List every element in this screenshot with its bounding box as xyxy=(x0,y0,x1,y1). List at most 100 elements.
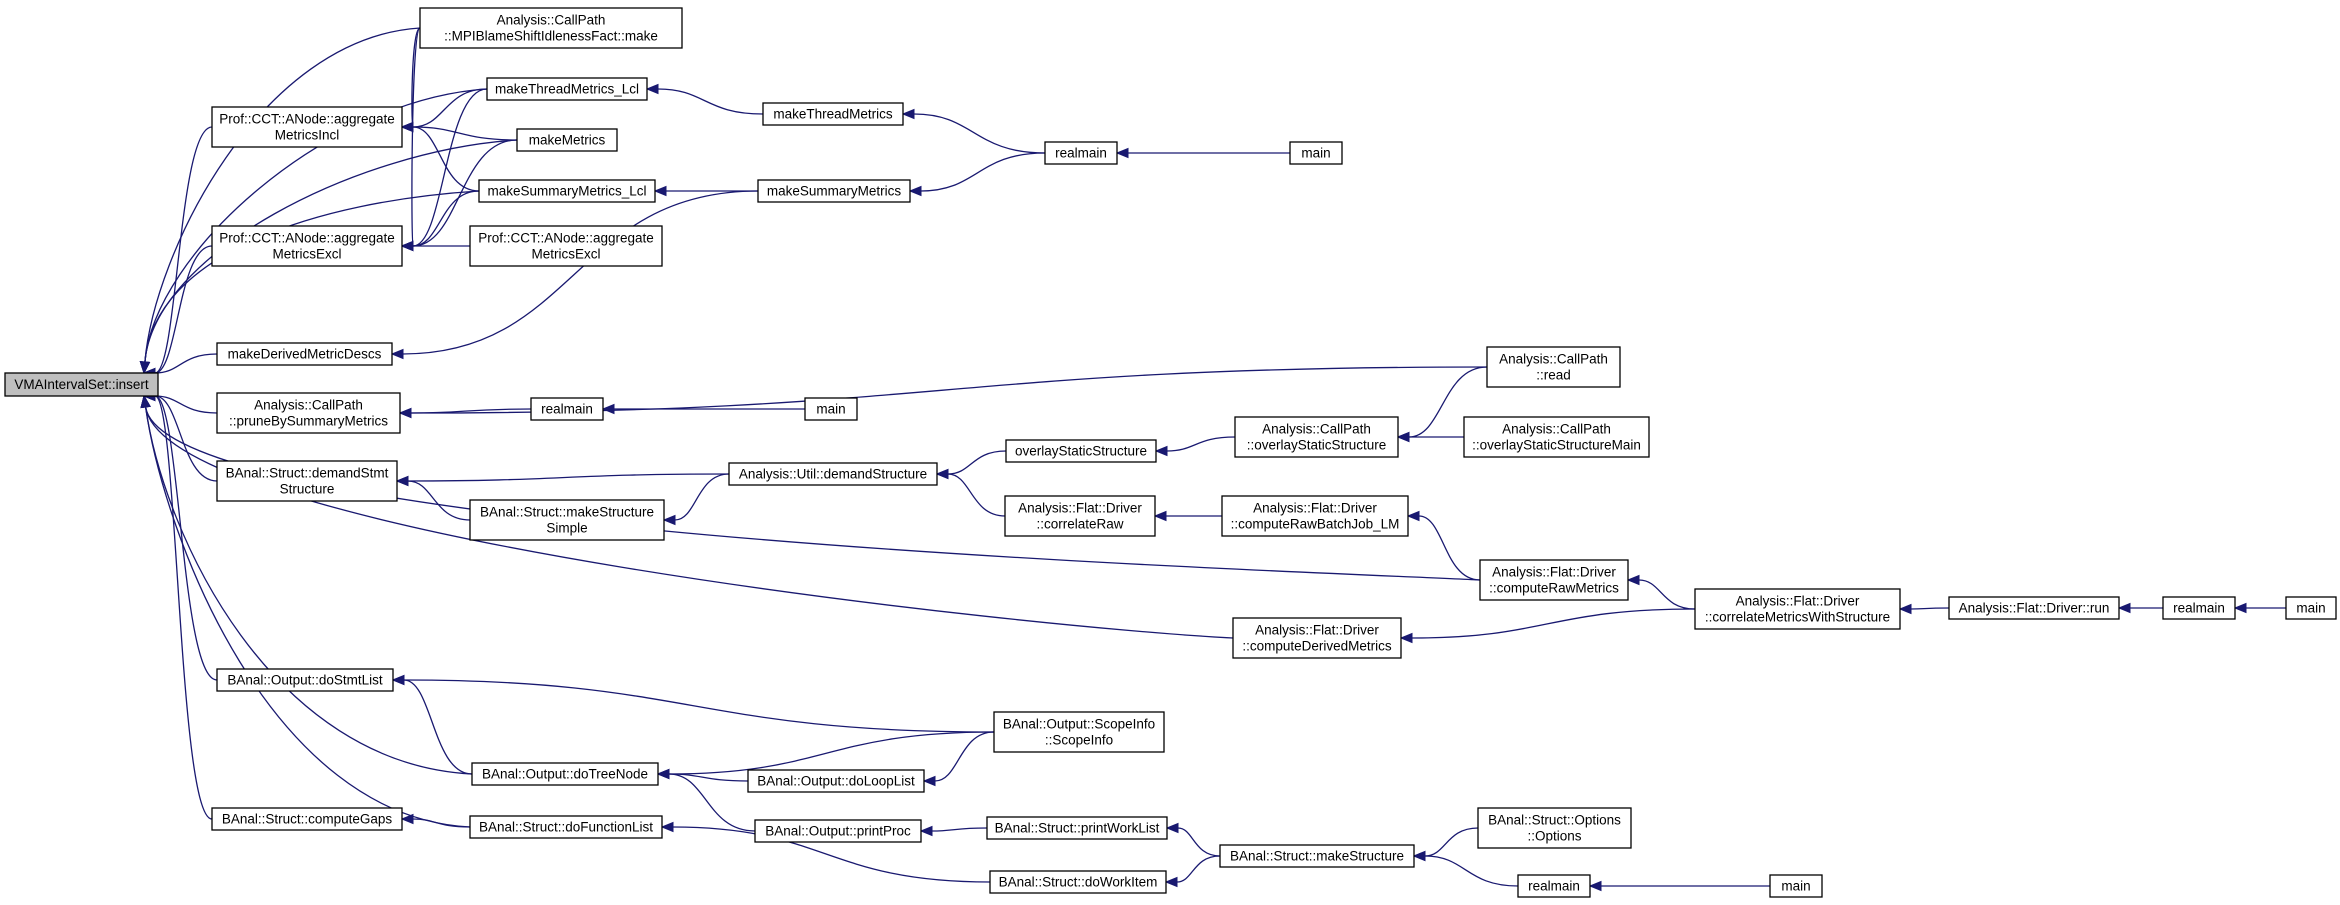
node-box[interactable] xyxy=(1948,596,2120,620)
node-cpOverlayMain[interactable]: Analysis::CallPath::overlayStaticStructu… xyxy=(1463,416,1650,458)
node-box[interactable] xyxy=(1232,617,1402,659)
node-computeDerived[interactable]: Analysis::Flat::Driver::computeDerivedMe… xyxy=(1232,617,1402,659)
node-doFunctionList[interactable]: BAnal::Struct::doFunctionList xyxy=(469,815,663,839)
node-computeGaps[interactable]: BAnal::Struct::computeGaps xyxy=(211,807,403,831)
node-doTreeNode[interactable]: BAnal::Output::doTreeNode xyxy=(471,762,659,786)
node-driverRun[interactable]: Analysis::Flat::Driver::run xyxy=(1948,596,2120,620)
node-box[interactable] xyxy=(762,102,904,126)
node-box[interactable] xyxy=(1769,874,1823,898)
node-box[interactable] xyxy=(211,106,403,148)
node-scopeInfo[interactable]: BAnal::Output::ScopeInfo::ScopeInfo xyxy=(993,711,1165,753)
node-box[interactable] xyxy=(478,179,656,203)
edge-line xyxy=(934,731,995,782)
node-makeMetrics[interactable]: makeMetrics xyxy=(516,128,618,152)
node-box[interactable] xyxy=(1221,495,1409,537)
node-box[interactable] xyxy=(486,77,648,101)
node-box[interactable] xyxy=(1005,439,1157,463)
node-pruneBySummary[interactable]: Analysis::CallPath::pruneBySummaryMetric… xyxy=(216,392,401,434)
node-makeStructure[interactable]: BAnal::Struct::makeStructure xyxy=(1219,844,1415,868)
node-label: ::overlayStaticStructure xyxy=(1247,437,1387,452)
node-box[interactable] xyxy=(216,342,393,366)
node-box[interactable] xyxy=(1463,416,1650,458)
node-box[interactable] xyxy=(993,711,1165,753)
node-box[interactable] xyxy=(1486,346,1621,388)
node-box[interactable] xyxy=(4,372,159,397)
node-label: makeThreadMetrics_Lcl xyxy=(495,81,639,96)
node-main4[interactable]: main xyxy=(1769,874,1823,898)
node-box[interactable] xyxy=(211,225,403,267)
node-computeRaw[interactable]: Analysis::Flat::Driver::computeRawMetric… xyxy=(1479,559,1629,601)
node-box[interactable] xyxy=(211,807,403,831)
node-mpiblame[interactable]: Analysis::CallPath::MPIBlameShiftIdlenes… xyxy=(419,7,683,49)
node-box[interactable] xyxy=(986,816,1168,840)
node-box[interactable] xyxy=(989,870,1167,894)
call-edge-makeStructure-to-doWorkItem xyxy=(1164,855,1221,888)
node-box[interactable] xyxy=(747,769,925,793)
node-doWorkItem[interactable]: BAnal::Struct::doWorkItem xyxy=(989,870,1167,894)
node-box[interactable] xyxy=(419,7,683,49)
arrowhead-icon xyxy=(660,821,674,833)
node-box[interactable] xyxy=(2285,596,2337,620)
node-box[interactable] xyxy=(1694,588,1901,630)
call-edge-doWorkItem-to-doFunctionList xyxy=(660,821,991,883)
edge-line xyxy=(412,88,488,247)
node-realmain2[interactable]: realmain xyxy=(530,397,604,421)
node-box[interactable] xyxy=(754,819,922,843)
node-realmain3[interactable]: realmain xyxy=(2162,596,2236,620)
node-label: BAnal::Output::doTreeNode xyxy=(482,766,648,781)
node-structOptions[interactable]: BAnal::Struct::Options::Options xyxy=(1477,807,1632,849)
node-box[interactable] xyxy=(1517,874,1591,898)
node-root[interactable]: VMAIntervalSet::insert xyxy=(4,372,159,397)
node-box[interactable] xyxy=(1289,141,1343,165)
node-cpRead[interactable]: Analysis::CallPath::read xyxy=(1486,346,1621,388)
node-realmain4[interactable]: realmain xyxy=(1517,874,1591,898)
node-main2[interactable]: main xyxy=(804,397,858,421)
node-correlateRaw[interactable]: Analysis::Flat::Driver::correlateRaw xyxy=(1004,495,1156,537)
node-utilDemand[interactable]: Analysis::Util::demandStructure xyxy=(728,462,938,486)
node-label: ::Options xyxy=(1527,828,1581,843)
node-box[interactable] xyxy=(216,460,398,502)
node-box[interactable] xyxy=(1044,141,1118,165)
node-box[interactable] xyxy=(2162,596,2236,620)
edge-line xyxy=(1166,436,1236,452)
node-correlateWithStruct[interactable]: Analysis::Flat::Driver::correlateMetrics… xyxy=(1694,588,1901,630)
node-box[interactable] xyxy=(469,815,663,839)
node-box[interactable] xyxy=(216,392,401,434)
node-box[interactable] xyxy=(471,762,659,786)
node-box[interactable] xyxy=(1479,559,1629,601)
node-doLoopList[interactable]: BAnal::Output::doLoopList xyxy=(747,769,925,793)
node-box[interactable] xyxy=(1234,416,1399,458)
node-makeDerived[interactable]: makeDerivedMetricDescs xyxy=(216,342,393,366)
node-label: ::correlateRaw xyxy=(1036,516,1123,531)
node-overlayStatic[interactable]: overlayStaticStructure xyxy=(1005,439,1157,463)
node-box[interactable] xyxy=(216,668,394,692)
node-box[interactable] xyxy=(516,128,618,152)
node-box[interactable] xyxy=(728,462,938,486)
node-printWorkList[interactable]: BAnal::Struct::printWorkList xyxy=(986,816,1168,840)
node-box[interactable] xyxy=(1219,844,1415,868)
node-box[interactable] xyxy=(469,225,663,267)
node-box[interactable] xyxy=(804,397,858,421)
node-box[interactable] xyxy=(530,397,604,421)
node-printProc[interactable]: BAnal::Output::printProc xyxy=(754,819,922,843)
node-main3[interactable]: main xyxy=(2285,596,2337,620)
edge-line xyxy=(144,27,421,363)
node-box[interactable] xyxy=(469,499,665,541)
node-makeThread[interactable]: makeThreadMetrics xyxy=(762,102,904,126)
node-makeSummary[interactable]: makeSummaryMetrics xyxy=(757,179,911,203)
node-makeThreadLcl[interactable]: makeThreadMetrics_Lcl xyxy=(486,77,648,101)
node-main1[interactable]: main xyxy=(1289,141,1343,165)
node-box[interactable] xyxy=(1477,807,1632,849)
node-makeSummaryLcl[interactable]: makeSummaryMetrics_Lcl xyxy=(478,179,656,203)
node-box[interactable] xyxy=(757,179,911,203)
node-realmain1[interactable]: realmain xyxy=(1044,141,1118,165)
node-box[interactable] xyxy=(1004,495,1156,537)
node-computeRawBatch[interactable]: Analysis::Flat::Driver::computeRawBatchJ… xyxy=(1221,495,1409,537)
node-cpOverlay[interactable]: Analysis::CallPath::overlayStaticStructu… xyxy=(1234,416,1399,458)
node-doStmtList[interactable]: BAnal::Output::doStmtList xyxy=(216,668,394,692)
